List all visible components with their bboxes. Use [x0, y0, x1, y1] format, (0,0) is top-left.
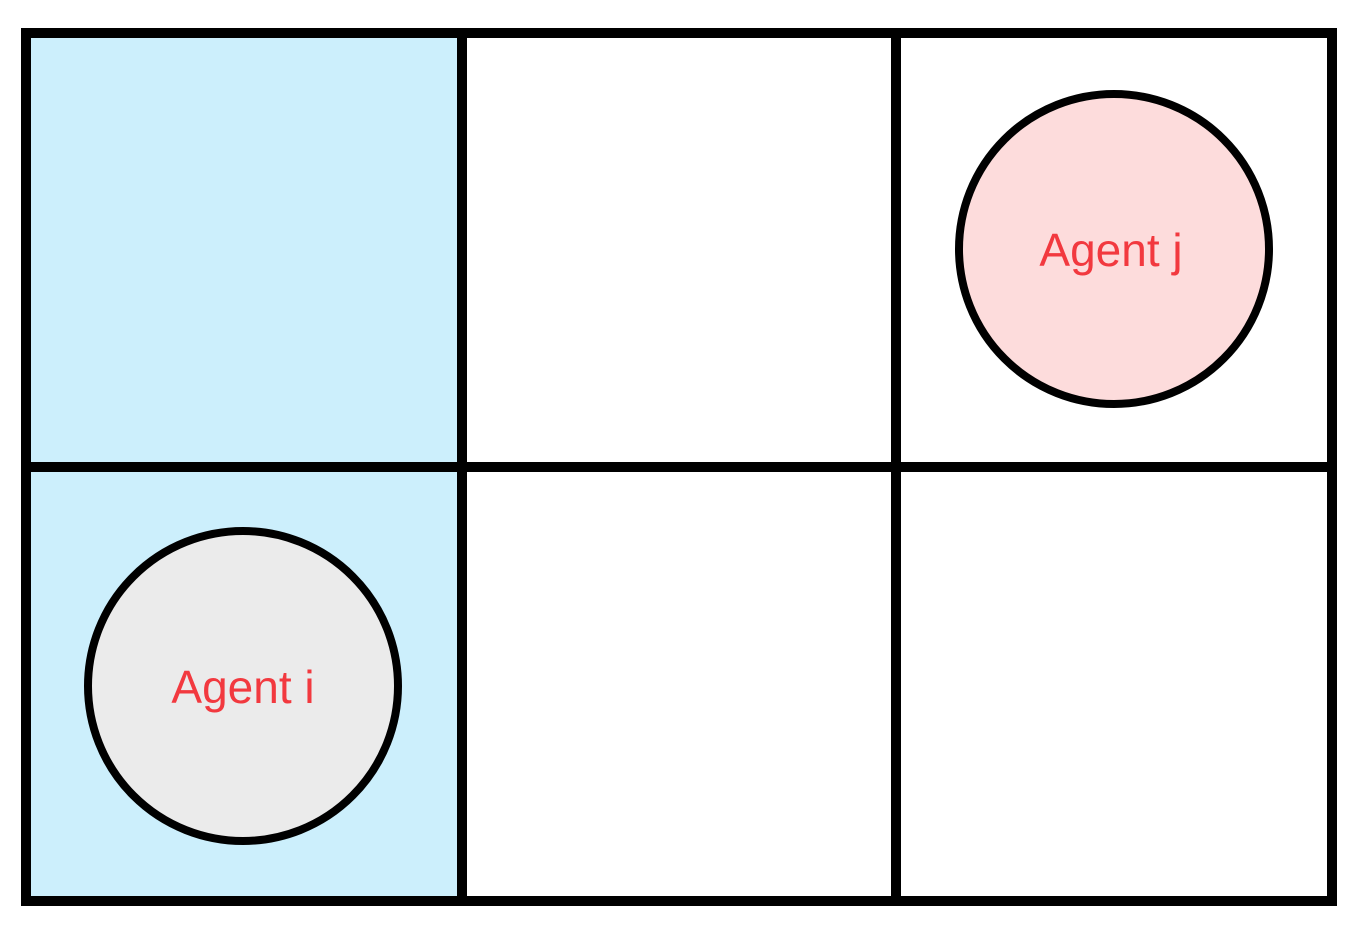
cell-r1-c1: [26, 33, 462, 467]
agent-j-circle: [955, 90, 1273, 408]
cell-r2-c2: [462, 467, 896, 901]
cell-r2-c3: [896, 467, 1332, 901]
agent-i-circle: [84, 527, 402, 845]
agent-i-label: Agent i: [171, 661, 314, 713]
agent-j: Agent j: [955, 90, 1273, 408]
cell-r1-c2: [462, 33, 896, 467]
agent-i: Agent i: [84, 527, 402, 845]
agent-j-label: Agent j: [1039, 224, 1182, 276]
